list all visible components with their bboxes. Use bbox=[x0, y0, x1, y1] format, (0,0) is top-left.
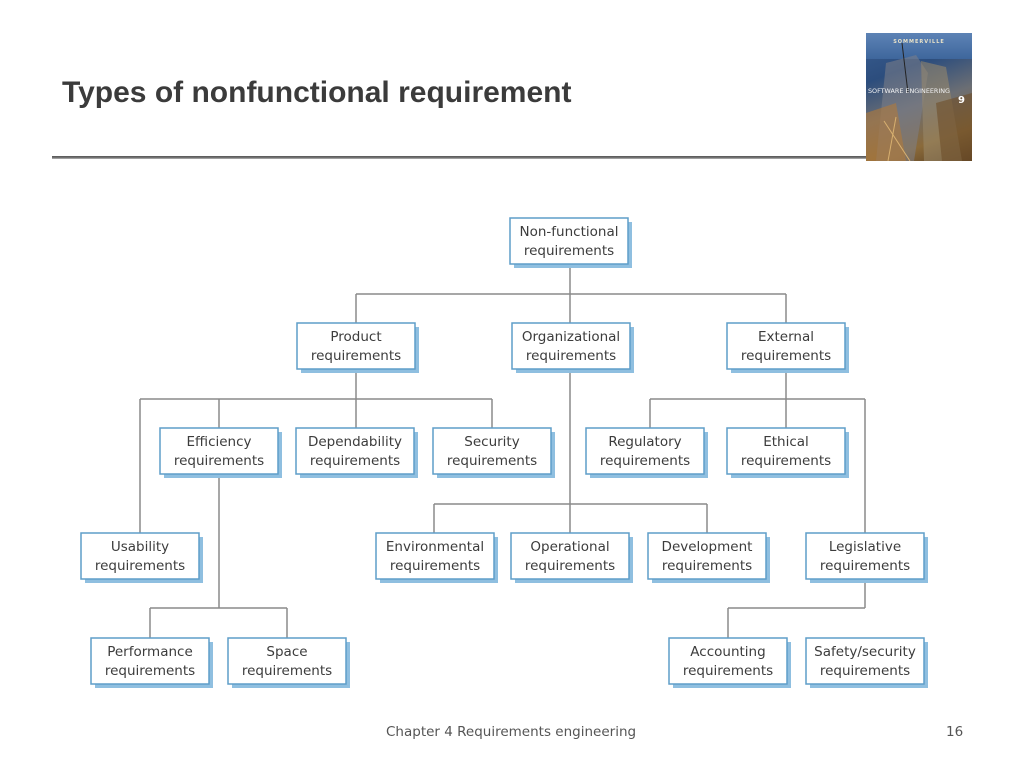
node-nonfunctional: Non-functional requirements bbox=[509, 217, 632, 268]
node-label-line1: External bbox=[758, 329, 814, 345]
node-label-line1: Performance bbox=[107, 644, 193, 660]
cover-header-band bbox=[866, 33, 972, 59]
slide-title: Types of nonfunctional requirement bbox=[62, 76, 572, 109]
node-label-line2: requirements bbox=[662, 558, 752, 574]
node-ethical: Ethical requirements bbox=[726, 427, 849, 478]
node-label-line1: Regulatory bbox=[608, 434, 681, 450]
title-divider bbox=[52, 156, 868, 159]
node-box bbox=[375, 532, 495, 580]
node-box bbox=[510, 532, 630, 580]
node-performance: Performance requirements bbox=[90, 637, 213, 688]
node-label-line2: requirements bbox=[174, 453, 264, 469]
cover-author: SOMMERVILLE bbox=[893, 39, 945, 45]
node-usability: Usability requirements bbox=[80, 532, 203, 583]
node-label-line2: requirements bbox=[525, 558, 615, 574]
node-organizational: Organizational requirements bbox=[511, 322, 634, 373]
node-label-line2: requirements bbox=[310, 453, 400, 469]
node-legislative: Legislative requirements bbox=[805, 532, 928, 583]
node-space: Space requirements bbox=[227, 637, 350, 688]
node-box bbox=[511, 322, 631, 370]
node-label-line2: requirements bbox=[526, 348, 616, 364]
node-label-line1: Non-functional bbox=[520, 224, 619, 240]
node-label-line1: Ethical bbox=[763, 434, 809, 450]
node-label-line1: Environmental bbox=[386, 539, 484, 555]
node-box bbox=[668, 637, 788, 685]
node-label-line1: Development bbox=[662, 539, 753, 555]
node-box bbox=[432, 427, 552, 475]
node-label-line1: Organizational bbox=[522, 329, 620, 345]
node-efficiency: Efficiency requirements bbox=[159, 427, 282, 478]
node-label-line1: Security bbox=[464, 434, 519, 450]
node-label-line1: Efficiency bbox=[186, 434, 251, 450]
node-label-line2: requirements bbox=[95, 558, 185, 574]
node-box bbox=[90, 637, 210, 685]
node-regulatory: Regulatory requirements bbox=[585, 427, 708, 478]
node-box bbox=[726, 322, 846, 370]
node-box bbox=[295, 427, 415, 475]
node-box bbox=[585, 427, 705, 475]
node-label-line2: requirements bbox=[242, 663, 332, 679]
node-label-line2: requirements bbox=[741, 348, 831, 364]
node-external: External requirements bbox=[726, 322, 849, 373]
node-safety-security: Safety/security requirements bbox=[805, 637, 928, 688]
page-number: 16 bbox=[946, 724, 964, 740]
node-accounting: Accounting requirements bbox=[668, 637, 791, 688]
node-dependability: Dependability requirements bbox=[295, 427, 418, 478]
book-cover-image: SOMMERVILLE SOFTWARE ENGINEERING 9 bbox=[866, 33, 972, 161]
node-label-line2: requirements bbox=[311, 348, 401, 364]
node-label-line1: Space bbox=[266, 644, 307, 660]
node-label-line1: Product bbox=[330, 329, 381, 345]
node-operational: Operational requirements bbox=[510, 532, 633, 583]
footer-chapter-label: Chapter 4 Requirements engineering bbox=[386, 724, 637, 740]
node-box bbox=[80, 532, 200, 580]
node-label-line2: requirements bbox=[820, 558, 910, 574]
node-box bbox=[647, 532, 767, 580]
node-label-line2: requirements bbox=[820, 663, 910, 679]
node-box bbox=[805, 637, 925, 685]
node-box bbox=[726, 427, 846, 475]
node-label-line1: Operational bbox=[530, 539, 609, 555]
cover-edition: 9 bbox=[958, 95, 965, 106]
node-environmental: Environmental requirements bbox=[375, 532, 498, 583]
node-label-line2: requirements bbox=[390, 558, 480, 574]
node-label-line2: requirements bbox=[600, 453, 690, 469]
node-box bbox=[296, 322, 416, 370]
node-label-line1: Legislative bbox=[829, 539, 901, 555]
node-label-line2: requirements bbox=[447, 453, 537, 469]
node-development: Development requirements bbox=[647, 532, 770, 583]
node-label-line1: Safety/security bbox=[814, 644, 916, 660]
node-box bbox=[227, 637, 347, 685]
node-label-line1: Usability bbox=[111, 539, 169, 555]
node-label-line2: requirements bbox=[683, 663, 773, 679]
cover-title: SOFTWARE ENGINEERING bbox=[868, 87, 950, 95]
node-label-line2: requirements bbox=[524, 243, 614, 259]
node-label-line1: Accounting bbox=[690, 644, 765, 660]
cover-building-art bbox=[866, 42, 972, 161]
node-label-line2: requirements bbox=[105, 663, 195, 679]
node-product: Product requirements bbox=[296, 322, 419, 373]
node-box bbox=[159, 427, 279, 475]
node-box bbox=[509, 217, 629, 265]
node-box bbox=[805, 532, 925, 580]
node-label-line1: Dependability bbox=[308, 434, 402, 450]
node-security: Security requirements bbox=[432, 427, 555, 478]
node-label-line2: requirements bbox=[741, 453, 831, 469]
